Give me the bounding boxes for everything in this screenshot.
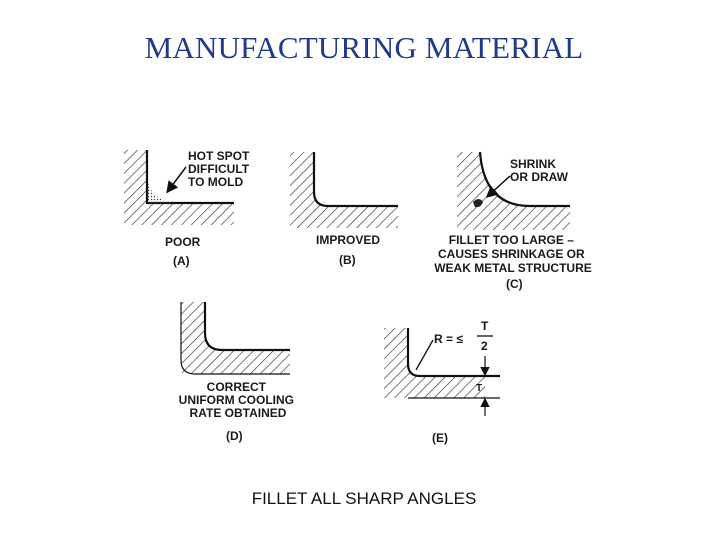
panel-e: R = ≤ T 2 T (E)	[384, 319, 500, 445]
id-e: (E)	[432, 431, 448, 445]
callout-c-line-1: SHRINK	[510, 157, 556, 171]
label-a: POOR	[165, 235, 201, 249]
id-d: (D)	[226, 429, 243, 443]
id-a: (A)	[173, 254, 190, 268]
note-c: FILLET TOO LARGE – CAUSES SHRINKAGE OR W…	[434, 233, 592, 275]
note-c-line-2: CAUSES SHRINKAGE OR	[438, 247, 585, 261]
formula-lhs: R = ≤	[434, 332, 463, 346]
note-d-line-1: CORRECT	[207, 380, 267, 394]
shrink-cavity	[473, 199, 483, 208]
label-b: IMPROVED	[316, 233, 380, 247]
shrink-arrow	[485, 175, 511, 199]
note-d-line-2: UNIFORM COOLING	[179, 393, 294, 407]
radius-leader	[415, 339, 434, 371]
inner-fillet-radius	[406, 328, 500, 378]
callout-a-line-3: TO MOLD	[188, 175, 243, 189]
note-d-line-3: RATE OBTAINED	[190, 406, 287, 420]
outer-fillet	[180, 302, 290, 375]
formula-denominator: 2	[481, 339, 488, 353]
slide-caption: FILLET ALL SHARP ANGLES	[251, 489, 477, 508]
thickness-label: T	[476, 383, 482, 394]
inner-small-fillet	[312, 152, 398, 208]
formula-numerator: T	[481, 319, 489, 333]
callout-c-line-2: OR DRAW	[510, 170, 569, 184]
inner-fillet	[203, 302, 290, 352]
note-c-line-1: FILLET TOO LARGE –	[449, 233, 574, 247]
note-d: CORRECT UNIFORM COOLING RATE OBTAINED	[179, 380, 298, 420]
hot-spot-arrow	[166, 166, 187, 194]
panel-c: SHRINK OR DRAW FILLET TOO LARGE – CAUSES…	[434, 151, 592, 291]
panel-d: CORRECT UNIFORM COOLING RATE OBTAINED (D…	[179, 302, 298, 443]
callout-c: SHRINK OR DRAW	[510, 157, 569, 184]
callout-a: HOT SPOT DIFFICULT TO MOLD	[188, 149, 253, 189]
callout-a-line-1: HOT SPOT	[188, 149, 250, 163]
panel-a: HOT SPOT DIFFICULT TO MOLD POOR (A)	[124, 149, 253, 268]
panel-b: IMPROVED (B)	[290, 152, 398, 267]
callout-a-line-2: DIFFICULT	[188, 162, 250, 176]
slide-title: MANUFACTURING MATERIAL	[144, 30, 584, 65]
hot-spot-area	[147, 178, 175, 203]
id-b: (B)	[339, 253, 356, 267]
id-c: (C)	[506, 277, 523, 291]
note-c-line-3: WEAK METAL STRUCTURE	[434, 261, 592, 275]
